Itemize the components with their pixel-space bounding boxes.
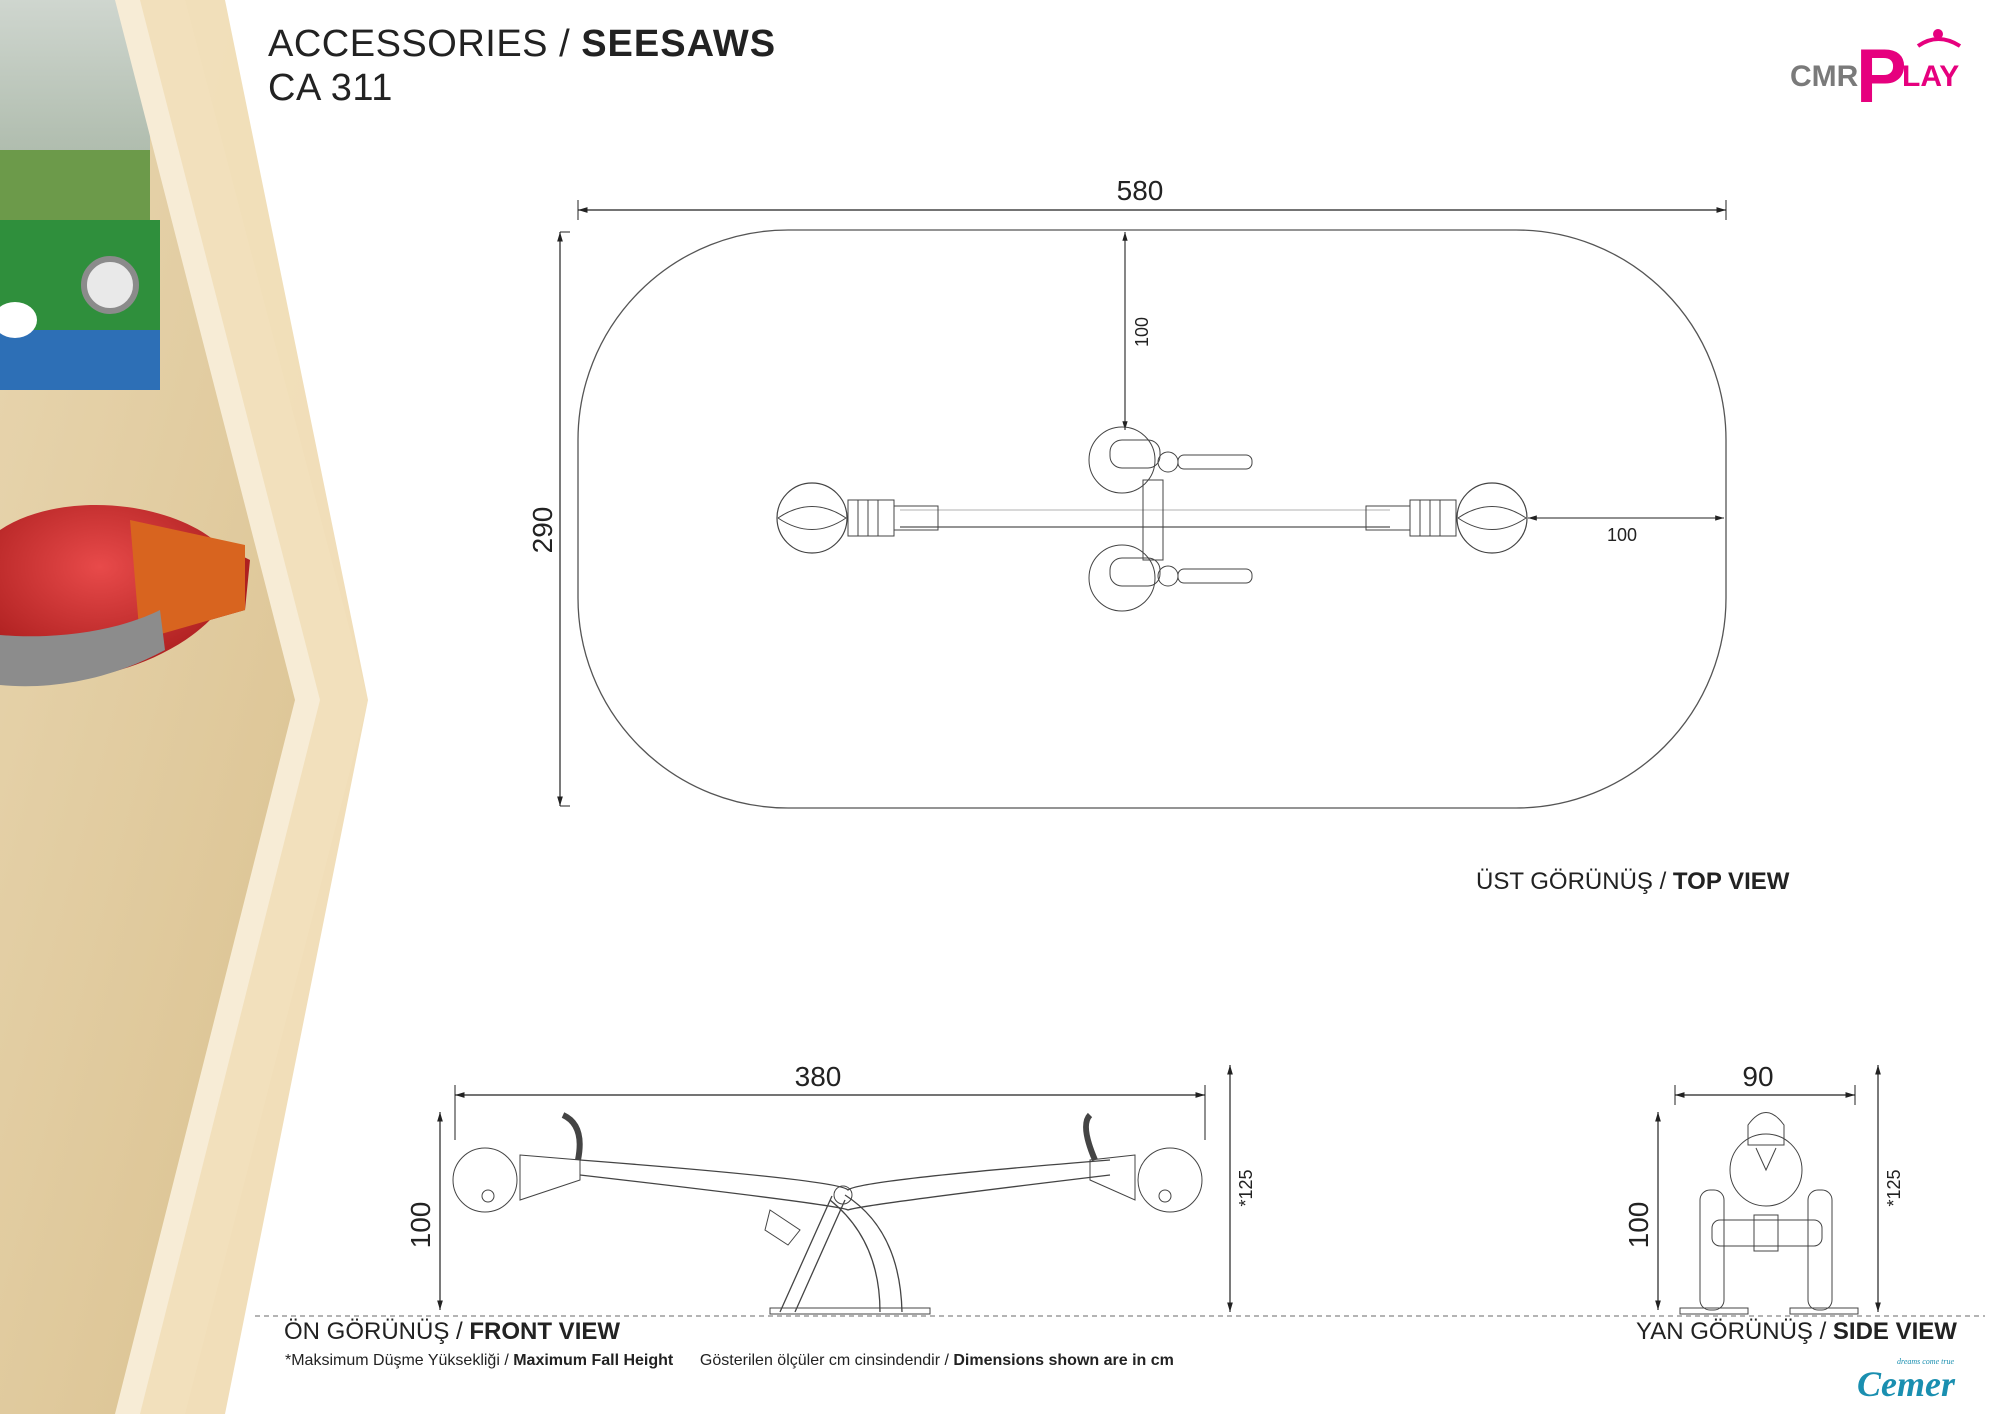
dim-front-fall-height: *125	[1236, 1169, 1256, 1206]
dim-side-fall-height: *125	[1884, 1169, 1904, 1206]
chevron-white	[225, 0, 370, 1414]
chevron-middle	[140, 0, 370, 1414]
cmrplay-logo: CMR P LAY	[1790, 29, 1962, 108]
cemer-logo: dreams come true Cemer	[1857, 1357, 1956, 1402]
dim-clearance-side: 100	[1607, 525, 1637, 545]
category-label: ACCESSORIES /	[268, 23, 571, 65]
dim-width-290: 290	[527, 507, 558, 554]
top-view: 580 290 100 100	[527, 175, 1727, 809]
ship-eye-icon	[0, 302, 37, 338]
seesaw-side-structure	[1679, 1112, 1859, 1315]
footnote: *Maksimum Düşme Yüksekliği / Maximum Fal…	[285, 1352, 1174, 1369]
svg-text:LAY: LAY	[1902, 60, 1959, 93]
dim-clearance-top: 100	[1132, 317, 1152, 347]
porthole-icon	[81, 256, 139, 314]
figure-icon	[1933, 29, 1943, 39]
page-title: ACCESSORIES / SEESAWS	[268, 22, 776, 66]
product-type-label: SEESAWS	[581, 23, 777, 65]
safety-zone-outline	[577, 229, 1727, 809]
dim-length-580: 580	[1117, 175, 1164, 206]
pivot-assembly-top	[1088, 426, 1253, 612]
product-code: CA 311	[268, 67, 393, 109]
seesaw-handle-photo	[130, 520, 245, 640]
svg-text:dreams come true: dreams come true	[1897, 1357, 1954, 1366]
dim-front-length: 380	[795, 1061, 842, 1092]
dim-front-height: 100	[405, 1202, 436, 1249]
dim-side-height: 100	[1623, 1202, 1654, 1249]
top-view-label: ÜST GÖRÜNÜŞ / TOP VIEW	[1476, 868, 1790, 895]
side-view-label: YAN GÖRÜNÜŞ / SIDE VIEW	[1636, 1318, 1957, 1345]
seat-right-front	[1083, 1112, 1203, 1213]
title-block: ACCESSORIES / SEESAWS CA 311	[268, 22, 776, 110]
svg-text:P: P	[1856, 34, 1907, 108]
pivot-support-front	[764, 1185, 931, 1315]
front-view: 380 100 *125	[405, 1061, 1256, 1315]
side-view: 90 100 *125	[1623, 1061, 1904, 1315]
seesaw-base-photo	[0, 610, 165, 687]
svg-text:CMR: CMR	[1790, 60, 1859, 93]
play-ship-blue	[0, 330, 160, 390]
seat-left-front	[452, 1112, 583, 1213]
seat-left-top	[776, 482, 939, 554]
product-photo-panel	[0, 0, 370, 1414]
svg-text:Cemer: Cemer	[1857, 1364, 1956, 1402]
front-view-label: ÖN GÖRÜNÜŞ / FRONT VIEW	[284, 1318, 621, 1345]
dim-side-width: 90	[1742, 1061, 1773, 1092]
seat-right-top	[1365, 482, 1528, 554]
